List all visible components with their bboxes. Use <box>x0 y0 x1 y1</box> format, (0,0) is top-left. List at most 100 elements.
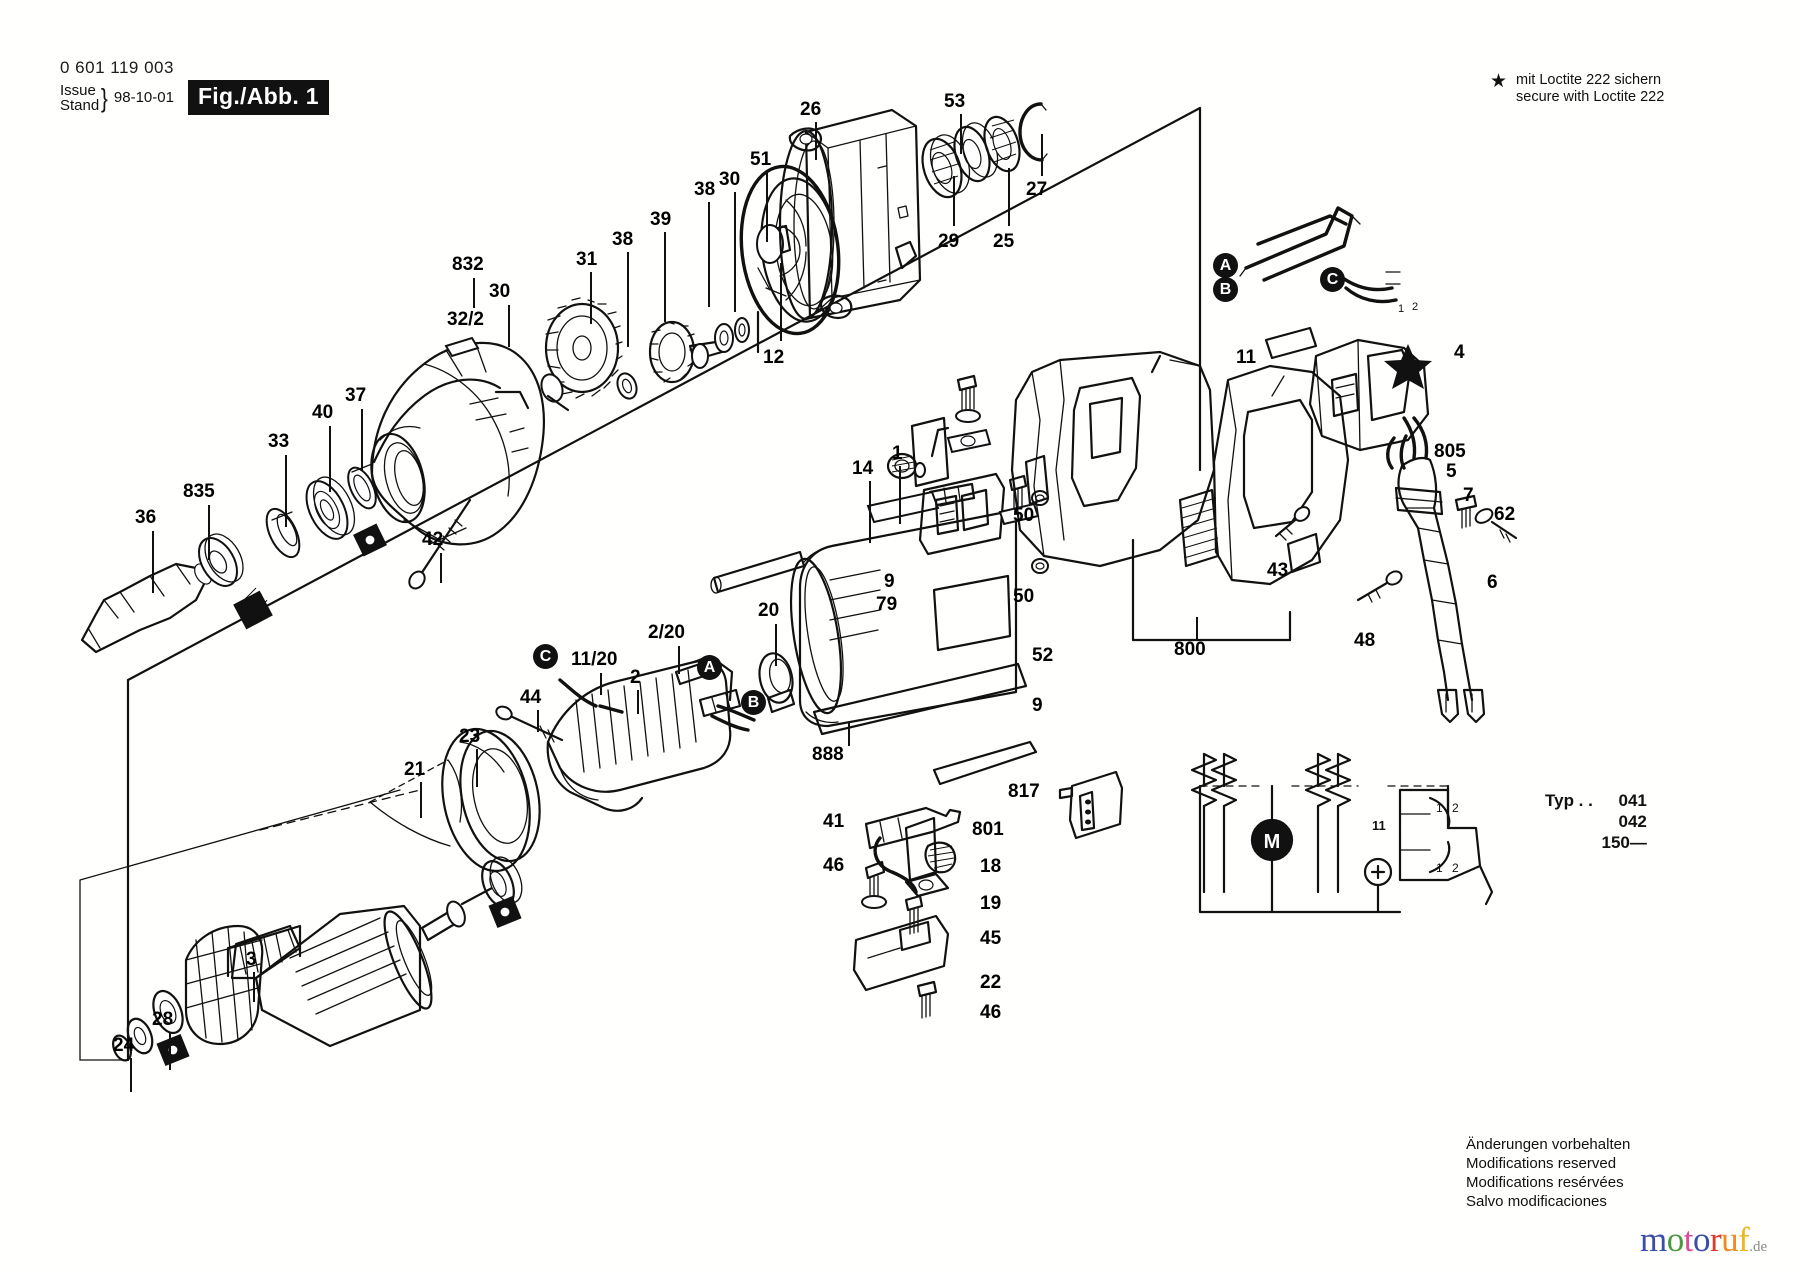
callout-12: 12 <box>763 347 785 368</box>
callout-33: 33 <box>268 431 290 452</box>
hatch-marker-40 <box>353 523 387 557</box>
leader-line <box>734 192 736 312</box>
leader-line <box>253 972 255 1002</box>
callout-1: 1 <box>892 443 903 464</box>
leader-line <box>664 232 666 322</box>
part-33-ring <box>265 507 301 559</box>
part-832-gear-housing <box>370 336 545 546</box>
leader-line <box>1196 617 1198 639</box>
callout-42: 42 <box>422 529 444 550</box>
leader-line <box>508 305 510 347</box>
callout-19: 19 <box>980 893 1002 914</box>
callout-2-20: 2/20 <box>648 622 685 643</box>
marker-c: C <box>1320 267 1345 292</box>
callout-43: 43 <box>1267 560 1289 581</box>
document-number: 0 601 119 003 <box>60 58 174 77</box>
callout-5: 5 <box>1446 461 1457 482</box>
assembly-top-switch <box>886 374 1049 574</box>
callout-45: 45 <box>980 928 1002 949</box>
part-46-screw-lower <box>916 980 938 1019</box>
marker-b: B <box>741 690 766 715</box>
part-hex-key <box>1239 206 1361 282</box>
part-c-cable: 1 2 <box>1338 271 1418 315</box>
callout-832: 832 <box>452 254 484 275</box>
leader-line <box>627 252 629 347</box>
type-value-3: 150 <box>1601 833 1630 852</box>
logo-letter-5: u <box>1721 1220 1739 1259</box>
svg-text:M: M <box>1264 831 1281 853</box>
part-801-spring <box>924 841 957 874</box>
svg-text:1: 1 <box>1398 303 1404 315</box>
part-2-field-coil <box>495 654 756 812</box>
callout-24: 24 <box>113 1035 135 1056</box>
hatch-marker-835 <box>233 587 273 630</box>
stand-label: Stand <box>60 96 100 114</box>
part-23-fan-ring <box>441 727 541 873</box>
callout-31: 31 <box>576 249 598 270</box>
leader-line <box>208 505 210 560</box>
marker-a: A <box>697 655 722 680</box>
modifications-note: Änderungen vorbehalten Modifications res… <box>1466 1135 1630 1211</box>
part-41-brush-holder <box>861 806 962 909</box>
callout-25: 25 <box>993 231 1015 252</box>
callout-28: 28 <box>152 1009 174 1030</box>
callout-888: 888 <box>812 744 844 765</box>
type-list-label: Typ . . <box>1545 791 1593 810</box>
leader-line <box>815 122 817 160</box>
leader-line <box>848 722 850 746</box>
brace-glyph: } <box>101 82 109 113</box>
motoruf-logo[interactable]: motoruf.de <box>1640 1222 1767 1265</box>
leader-line <box>361 409 363 471</box>
leader-line <box>440 553 442 583</box>
part-31-gear <box>540 297 623 412</box>
callout-9: 9 <box>1032 695 1043 716</box>
marker-b: B <box>1213 277 1238 302</box>
callout-79: 79 <box>876 594 898 615</box>
part-888-insulation-plate <box>932 740 1038 786</box>
callout-40: 40 <box>312 402 334 423</box>
leader-line <box>1041 134 1043 176</box>
callout-50: 50 <box>1013 505 1035 526</box>
logo-letter-6: f <box>1738 1220 1750 1259</box>
revision-date: 98-10-01 <box>113 89 174 106</box>
marker-a: A <box>1213 253 1238 278</box>
callout-38: 38 <box>612 229 634 250</box>
callout-18: 18 <box>980 856 1002 877</box>
leader-line <box>537 710 539 732</box>
leader-line <box>285 455 287 527</box>
leader-line <box>329 426 331 492</box>
callout-44: 44 <box>520 687 542 708</box>
callout-27: 27 <box>1026 179 1048 200</box>
star-icon: ★ <box>1490 71 1508 92</box>
figure-badge: Fig./Abb. 1 <box>187 80 329 115</box>
type-list: Typ . .041 042 150— <box>1545 790 1647 853</box>
modifications-note-en: Modifications reserved <box>1466 1155 1617 1172</box>
callout-2: 2 <box>630 667 641 688</box>
svg-text:2: 2 <box>1452 861 1459 875</box>
callout-39: 39 <box>650 209 672 230</box>
callout-48: 48 <box>1354 630 1376 651</box>
part-800-handle-housing <box>1010 350 1403 603</box>
leader-line <box>152 531 154 593</box>
callout-52: 52 <box>1032 645 1054 666</box>
leader-line <box>780 263 782 341</box>
callout-46: 46 <box>823 855 845 876</box>
callout-14: 14 <box>852 458 874 479</box>
callout-800: 800 <box>1174 639 1206 660</box>
modifications-note-es: Salvo modificaciones <box>1466 1193 1607 1210</box>
leader-line <box>600 673 602 695</box>
part-3-armature <box>112 856 523 1066</box>
callout-41: 41 <box>823 811 845 832</box>
part-817-connector <box>1058 770 1124 840</box>
part-45-screw <box>904 894 924 935</box>
callout-7: 7 <box>1463 485 1474 506</box>
part-4-switch <box>1308 338 1432 460</box>
modifications-note-fr: Modifications resérvées <box>1466 1174 1624 1191</box>
leader-line <box>678 646 680 674</box>
logo-suffix: .de <box>1749 1239 1768 1255</box>
leader-line <box>130 1058 132 1092</box>
logo-letter-3: o <box>1692 1220 1711 1259</box>
loctite-note: ★ mit Loctite 222 sichern secure with Lo… <box>1490 72 1664 106</box>
